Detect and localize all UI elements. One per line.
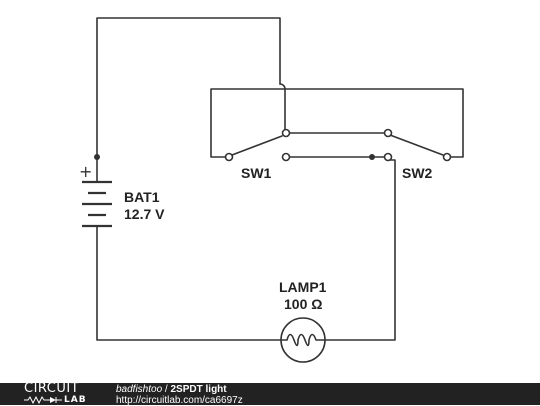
logo-resistor-diode-icon [24,396,62,404]
path-separator: / [162,384,171,395]
battery-name-label: BAT1 [124,189,160,205]
lamp-value-label: 100 Ω [284,296,322,312]
junction-dot [369,154,375,160]
author-link[interactable]: badfishtoo [116,384,163,395]
schematic-canvas: + BAT1 12.7 V SW1 SW2 LAMP1 100 Ω [79,17,464,363]
wires [96,17,464,341]
logo-text-top: CIRCUIT [24,381,80,396]
circuit-title[interactable]: 2SPDT light [170,384,227,395]
switch2-symbol [383,128,452,162]
circuit-info-line: badfishtoo / 2SPDT light [116,385,243,395]
lamp-symbol [280,317,326,363]
switch1-symbol [224,128,291,162]
circuit-url[interactable]: http://circuitlab.com/ca6697z [116,395,243,406]
switch1-name-label: SW1 [241,165,272,181]
footer-bar: CIRCUIT LAB badfishtoo / 2SPDT light htt… [0,381,540,406]
wire-rectangle [210,88,464,158]
battery-polarity-label: + [79,162,92,181]
wire-top [96,17,281,158]
battery-value-label: 12.7 V [124,206,165,222]
circuit-info: badfishtoo / 2SPDT light http://circuitl… [116,385,243,406]
lamp-name-label: LAMP1 [279,279,327,295]
wire-right-down [324,159,396,341]
circuitlab-logo[interactable]: CIRCUIT LAB [20,381,110,405]
junction-dot [94,154,100,160]
wire-bottom [96,225,282,341]
battery-symbol [82,180,112,228]
logo-text-bottom: LAB [64,395,87,405]
switch2-name-label: SW2 [402,165,433,181]
